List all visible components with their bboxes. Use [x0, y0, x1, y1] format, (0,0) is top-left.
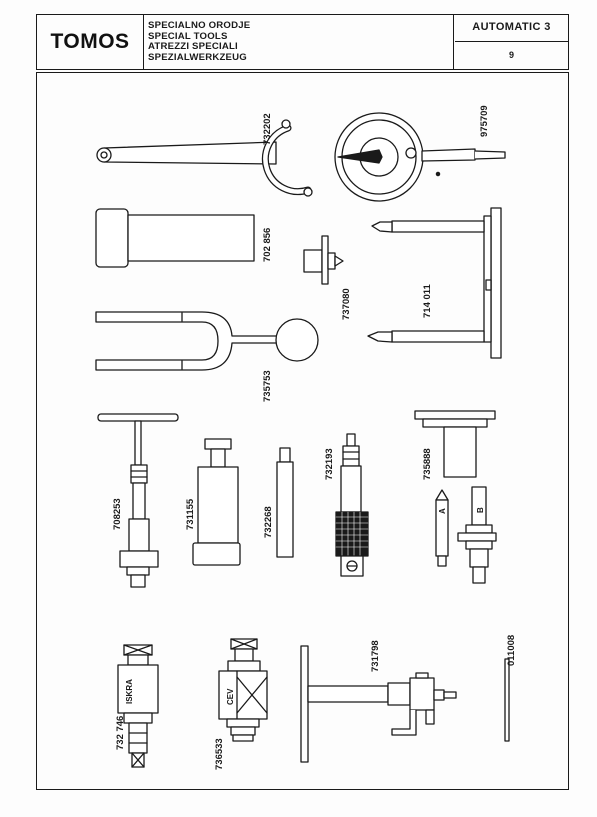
part-label-731798: 731798	[370, 640, 381, 672]
title-line-en: SPECIAL TOOLS	[148, 30, 228, 42]
tool-732202-drawing	[96, 119, 313, 197]
part-label-708253: 708253	[112, 498, 123, 530]
part-label-714011: 714 011	[422, 283, 433, 318]
tool-735888-drawing	[414, 410, 496, 478]
tool-714011-drawing	[367, 207, 502, 359]
pin-a-label: A	[438, 508, 447, 514]
page-number: 9	[508, 50, 514, 60]
part-label-702856: 702 856	[262, 228, 273, 262]
part-label-735753: 735753	[262, 370, 273, 402]
part-label-732193: 732193	[324, 448, 335, 480]
tool-737080-drawing	[303, 235, 344, 285]
title-line-de: SPEZIALWERKZEUG	[148, 51, 247, 63]
tools-frame	[36, 72, 569, 790]
tool-975709-drawing	[334, 112, 506, 202]
model-cell: AUTOMATIC 3 9	[455, 15, 568, 69]
tool-708253-drawing	[97, 413, 179, 588]
part-label-732202: 732202	[262, 113, 273, 145]
part-label-975709: 975709	[479, 105, 490, 137]
tool-702856-drawing	[95, 208, 255, 268]
title-line-sl: SPECIALNO ORODJE	[148, 20, 251, 31]
tool-732268-drawing	[276, 447, 294, 558]
tool-736533-drawing	[218, 638, 268, 742]
tool-pin-a-drawing	[435, 489, 449, 567]
tomos-logo: TOMOS	[50, 30, 130, 53]
tool-731798-drawing	[300, 645, 457, 763]
title-line-it: ATREZZI SPECIALI	[148, 41, 238, 53]
part-label-736533: 736533	[214, 738, 225, 770]
part-label-011008: 011008	[506, 635, 517, 666]
tool-732193-drawing	[335, 433, 369, 577]
tool-011008-drawing	[504, 658, 510, 742]
model-name: AUTOMATIC 3	[455, 15, 568, 42]
logo-cell: TOMOS	[37, 15, 144, 69]
cev-marking: CEV	[226, 688, 235, 705]
tool-735753-drawing	[95, 311, 319, 371]
tool-731155-drawing	[192, 438, 241, 566]
part-label-737080: 737080	[341, 288, 352, 320]
iskra-marking: ISKRA	[125, 679, 134, 704]
pin-b-label: B	[476, 507, 485, 513]
part-label-732268: 732268	[263, 506, 274, 538]
title-block: TOMOS SPECIALNO ORODJE SPECIAL TOOLS ATR…	[36, 14, 569, 70]
part-label-735888: 735888	[422, 448, 433, 480]
part-label-731155: 731155	[185, 498, 196, 530]
tool-732746-drawing	[117, 644, 159, 768]
title-lines: SPECIALNO ORODJE SPECIAL TOOLS ATREZZI S…	[144, 15, 454, 69]
part-label-732746: 732 746	[115, 716, 126, 750]
tool-pin-b-drawing	[457, 486, 497, 584]
